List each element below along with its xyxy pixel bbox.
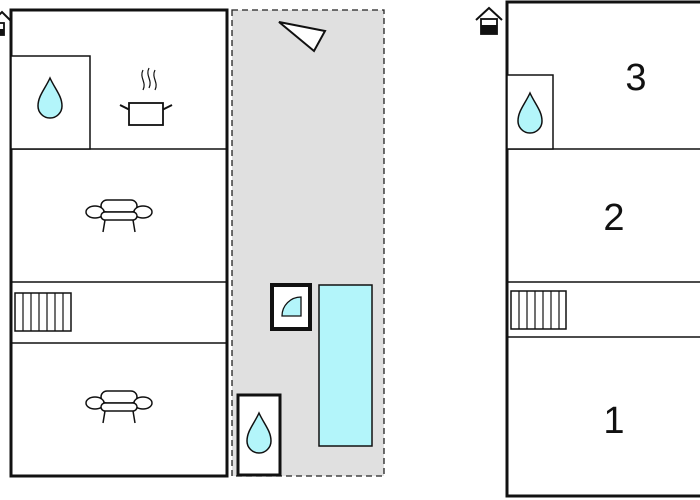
hot-tub-icon: [270, 283, 312, 331]
bathroom-water-drop-icon: [37, 76, 63, 119]
kitchen-cooking-pot-icon: [119, 67, 173, 126]
living-room-sofa-icon: [85, 390, 153, 424]
ground-floor: [0, 8, 229, 478]
staircase-icon: [510, 290, 567, 330]
staircase-icon: [14, 292, 72, 332]
bathroom-room: [10, 55, 91, 150]
room-number-3: 3: [625, 57, 646, 99]
room-number-2: 2: [603, 197, 624, 239]
room-number-1: 1: [603, 400, 624, 442]
north-arrow-icon: [278, 21, 327, 53]
upper-floor-outline: [505, 0, 700, 498]
outdoor-terrace: [231, 9, 385, 477]
house-entrance-icon: [475, 6, 503, 35]
upper-floor: 3 2 1: [475, 0, 700, 498]
bathroom-room: [506, 74, 554, 150]
bathroom-water-drop-icon: [517, 91, 543, 134]
house-entrance-icon: [0, 10, 13, 36]
living-room-sofa-icon: [85, 199, 153, 233]
swimming-pool: [318, 284, 373, 447]
outdoor-shower-water-drop-icon: [236, 393, 282, 477]
